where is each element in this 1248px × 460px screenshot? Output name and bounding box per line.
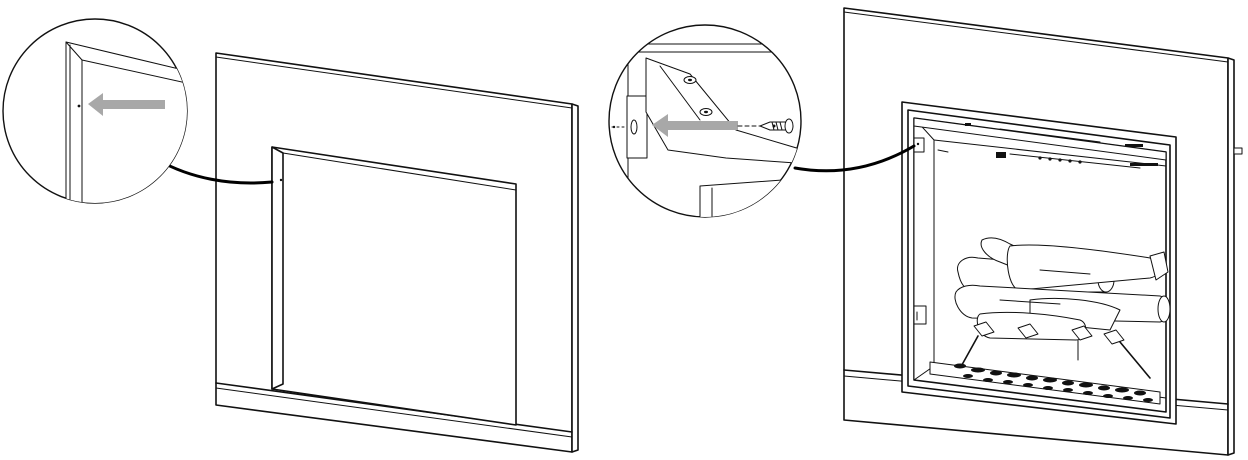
control-mark bbox=[965, 123, 971, 126]
zoom-washer-icon bbox=[630, 119, 638, 135]
control-strip bbox=[913, 117, 1167, 161]
firebox-left-wall bbox=[913, 117, 935, 381]
mount-hole-icon bbox=[916, 142, 920, 146]
mount-bracket-bottom bbox=[913, 305, 927, 325]
panel-opening-bevel bbox=[271, 146, 284, 390]
surround-panel bbox=[215, 52, 579, 453]
screw-icon bbox=[759, 118, 794, 134]
control-panel bbox=[996, 152, 1158, 169]
detail-callout-left bbox=[2, 18, 188, 204]
pilot-hole-icon bbox=[279, 178, 283, 182]
panel-opening bbox=[271, 146, 517, 426]
panel-opening-top-bevel bbox=[282, 152, 517, 191]
insert-surround-edge bbox=[1227, 57, 1235, 456]
grate bbox=[957, 321, 1151, 379]
firebox-back-top bbox=[933, 139, 1167, 167]
zoom-panel-bevel bbox=[65, 41, 83, 203]
log-set bbox=[954, 237, 1171, 341]
control-slot bbox=[999, 128, 1101, 143]
insert-top-inner bbox=[843, 11, 1229, 63]
zoom-pilot-hole-icon bbox=[77, 104, 81, 108]
ember-bed bbox=[929, 361, 1161, 405]
panel-top-inner-line bbox=[215, 56, 573, 109]
detail-callout-right bbox=[608, 24, 802, 218]
mount-bracket-top bbox=[913, 137, 925, 153]
callout-leader-right bbox=[793, 144, 916, 173]
fireplace-unit bbox=[843, 7, 1243, 456]
screw-marker bbox=[937, 149, 949, 153]
panel-plinth-line-2 bbox=[215, 387, 573, 438]
zoom-panel-inner-top bbox=[81, 59, 187, 87]
control-vent bbox=[1125, 144, 1143, 147]
direction-arrow-icon bbox=[88, 93, 165, 116]
side-tab bbox=[1233, 147, 1243, 155]
panel-right-edge bbox=[571, 103, 579, 453]
direction-arrow-icon bbox=[652, 114, 738, 137]
zoom-flange-line bbox=[659, 65, 701, 121]
zoom-lower-box bbox=[699, 177, 801, 217]
